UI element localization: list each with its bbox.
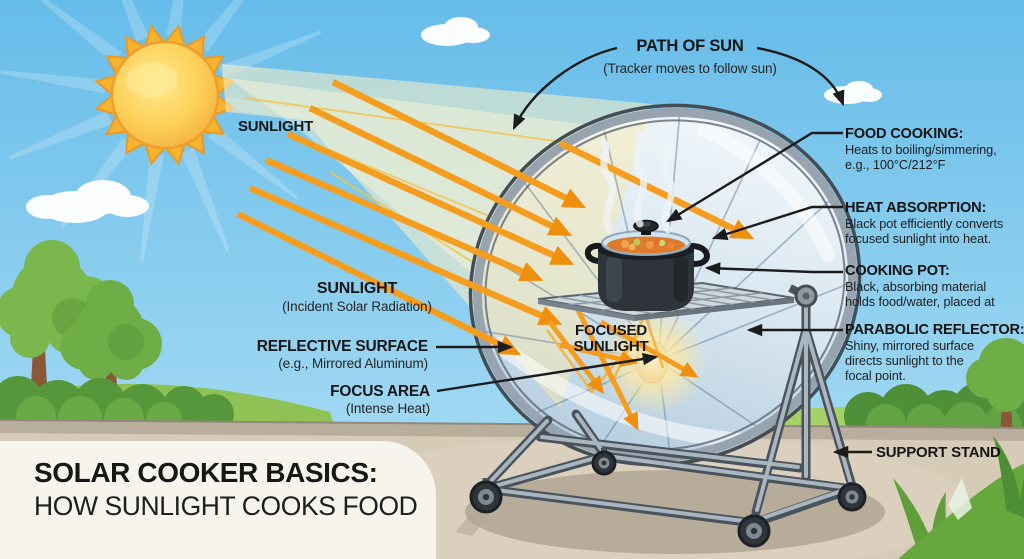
reflected-rays bbox=[545, 294, 699, 431]
incident-rays bbox=[236, 79, 755, 356]
sparkle-icon bbox=[948, 478, 972, 520]
caster-wheel bbox=[469, 478, 503, 514]
label-focus-area-subtitle: (Intense Heat) bbox=[345, 401, 430, 416]
grass-tuft bbox=[893, 436, 1024, 559]
support-stand-graphic bbox=[469, 284, 867, 548]
title-panel: SOLAR COOKER BASICS: HOW SUNLIGHT COOKS … bbox=[0, 441, 436, 559]
label-heat-absorption-title: HEAT ABSORPTION: bbox=[845, 200, 987, 216]
clouds bbox=[26, 17, 882, 223]
path-of-sun-arc-left bbox=[512, 46, 618, 131]
label-cooking-pot-title: COOKING POT: bbox=[845, 263, 950, 279]
leader-arrows bbox=[436, 46, 872, 459]
path-of-sun-arc-right bbox=[756, 46, 845, 107]
label-parabolic-reflector-title: PARABOLIC REFLECTOR: bbox=[845, 322, 1024, 338]
label-focus-area: FOCUS AREA bbox=[330, 383, 430, 400]
label-food-cooking: FOOD COOKING: Heats to boiling/simmering… bbox=[845, 126, 1024, 173]
label-path-of-sun-subtitle: (Tracker moves to follow sun) bbox=[603, 61, 777, 76]
label-food-cooking-title: FOOD COOKING: bbox=[845, 126, 964, 142]
cooking-pot-graphic bbox=[584, 219, 710, 311]
tree bbox=[966, 338, 1024, 434]
caster-wheel bbox=[737, 514, 771, 548]
label-sunlight-incident: SUNLIGHT bbox=[316, 280, 398, 297]
pot-handle bbox=[584, 242, 603, 264]
label-sunlight-incident-subtitle: (Incident Solar Radiation) bbox=[282, 299, 432, 314]
caster-wheel bbox=[591, 448, 617, 476]
label-path-of-sun: PATH OF SUN bbox=[636, 37, 744, 55]
label-heat-absorption: HEAT ABSORPTION: Black pot efficiently c… bbox=[845, 200, 1024, 247]
label-reflective-surface-subtitle: (e.g., Mirrored Aluminum) bbox=[278, 356, 428, 371]
label-support-stand: SUPPORT STAND bbox=[876, 444, 1001, 461]
label-parabolic-reflector: PARABOLIC REFLECTOR: Shiny, mirrored sur… bbox=[845, 322, 1024, 384]
label-focused-sunlight: FOCUSED SUNLIGHT bbox=[573, 322, 649, 355]
caster-wheel bbox=[837, 482, 867, 512]
page-title-line2: HOW SUNLIGHT COOKS FOOD bbox=[34, 491, 418, 521]
pot-handle bbox=[689, 243, 710, 267]
label-sunlight: SUNLIGHT bbox=[238, 118, 314, 135]
steam-icon bbox=[600, 128, 676, 234]
tree bbox=[60, 280, 162, 406]
label-reflective-surface: REFLECTIVE SURFACE bbox=[256, 338, 428, 355]
page-title-line1: SOLAR COOKER BASICS: bbox=[34, 457, 378, 488]
label-cooking-pot: COOKING POT: Black, absorbing material h… bbox=[845, 263, 1024, 310]
